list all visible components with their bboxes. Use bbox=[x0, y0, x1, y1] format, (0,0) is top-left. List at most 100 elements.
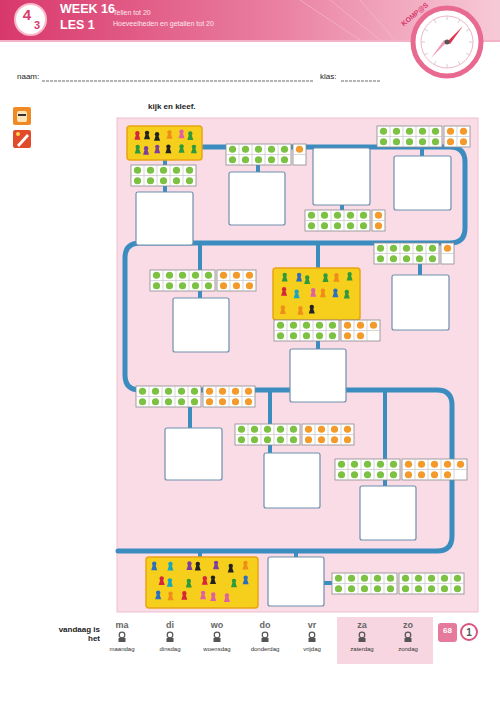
pawn-head bbox=[334, 273, 338, 277]
pawn-body bbox=[344, 294, 350, 299]
counting-dot bbox=[364, 471, 371, 478]
page-label: donderdag bbox=[242, 646, 288, 653]
pawn bbox=[151, 562, 157, 571]
pawn-body bbox=[151, 565, 157, 570]
pawn-body bbox=[242, 565, 248, 570]
pawn-body bbox=[294, 293, 300, 298]
pawn-body bbox=[309, 308, 315, 313]
pawn bbox=[224, 593, 230, 602]
ten-frame bbox=[302, 424, 354, 445]
counting-dot bbox=[370, 322, 377, 329]
counting-dot bbox=[351, 471, 358, 478]
counting-dot bbox=[331, 436, 338, 443]
pawn-body bbox=[165, 148, 171, 153]
pawn-head bbox=[136, 145, 140, 149]
counting-dot bbox=[229, 156, 236, 163]
ten-frame-grid bbox=[235, 434, 300, 435]
counting-dot bbox=[335, 585, 342, 592]
ten-frame bbox=[235, 424, 300, 445]
pawn bbox=[143, 146, 149, 155]
compass-tick bbox=[466, 29, 469, 31]
pawn bbox=[320, 289, 326, 298]
page-label: WEEK 16 bbox=[60, 3, 140, 17]
route-line bbox=[118, 147, 465, 551]
ten-frame-grid bbox=[444, 136, 470, 137]
counting-dot bbox=[205, 282, 212, 289]
ten-frame bbox=[332, 573, 397, 594]
counting-dot bbox=[344, 332, 351, 339]
counting-dot bbox=[264, 426, 271, 433]
counting-dot bbox=[173, 167, 180, 174]
counting-dot bbox=[444, 471, 451, 478]
counting-dot bbox=[321, 212, 328, 219]
lesson-circle: 1 bbox=[460, 623, 478, 641]
pawn-body bbox=[181, 595, 187, 600]
counting-dot bbox=[303, 332, 310, 339]
pawn-body bbox=[333, 277, 339, 282]
pawn-body bbox=[144, 134, 150, 139]
counting-dot bbox=[308, 212, 315, 219]
route-branch bbox=[198, 551, 202, 557]
pawn bbox=[134, 131, 140, 140]
pawn-head bbox=[282, 287, 286, 291]
counting-dot bbox=[402, 575, 409, 582]
ten-frame-grid bbox=[274, 330, 339, 331]
counting-dot bbox=[403, 245, 410, 252]
pawn-body bbox=[231, 582, 237, 587]
ten-frame bbox=[217, 270, 256, 291]
ten-frame bbox=[335, 459, 400, 480]
counting-dot bbox=[338, 461, 345, 468]
day-icon bbox=[214, 638, 221, 642]
route-branch bbox=[268, 390, 272, 424]
pawn-body bbox=[320, 292, 326, 297]
route-branch bbox=[383, 390, 387, 459]
glue-stick bbox=[17, 134, 29, 147]
counting-dot bbox=[432, 138, 439, 145]
pawn bbox=[310, 288, 316, 297]
counting-dot bbox=[393, 138, 400, 145]
counting-dot bbox=[447, 138, 454, 145]
sticker-square bbox=[136, 192, 193, 245]
ten-frame-border bbox=[377, 126, 442, 147]
ten-frame bbox=[399, 573, 464, 594]
counting-dot bbox=[380, 128, 387, 135]
pawn bbox=[282, 273, 288, 282]
pawn-head bbox=[345, 290, 349, 294]
counting-dot bbox=[264, 436, 271, 443]
pawn-head bbox=[166, 145, 170, 149]
pawn-body bbox=[297, 310, 303, 315]
counting-dot bbox=[186, 177, 193, 184]
page-number: 68 bbox=[438, 623, 457, 642]
counting-dot bbox=[165, 398, 172, 405]
counting-dot bbox=[229, 146, 236, 153]
counting-dot bbox=[192, 272, 199, 279]
pawn bbox=[228, 564, 234, 573]
compass-pin bbox=[445, 40, 450, 45]
pawn-body bbox=[323, 277, 329, 282]
counting-dot bbox=[444, 461, 451, 468]
pawn-head bbox=[201, 591, 205, 595]
pawn bbox=[200, 591, 206, 600]
pawn-head bbox=[168, 578, 172, 582]
pawn-body bbox=[166, 134, 172, 139]
counting-dot bbox=[318, 426, 325, 433]
pawn bbox=[155, 591, 161, 600]
route-branch bbox=[316, 243, 320, 268]
day-icon bbox=[167, 632, 173, 638]
ten-frame bbox=[372, 210, 385, 231]
pawn bbox=[202, 576, 208, 585]
counting-dot bbox=[334, 222, 341, 229]
counting-dot bbox=[238, 426, 245, 433]
pawn-head bbox=[145, 131, 149, 135]
counting-dot bbox=[374, 575, 381, 582]
compass-tick bbox=[424, 29, 427, 31]
counting-dot bbox=[444, 245, 451, 252]
counting-dot bbox=[139, 398, 146, 405]
counting-dot bbox=[246, 272, 253, 279]
pawn bbox=[179, 144, 185, 153]
ten-frame bbox=[402, 459, 467, 480]
counting-dot bbox=[303, 322, 310, 329]
look-icon-face bbox=[17, 111, 27, 122]
